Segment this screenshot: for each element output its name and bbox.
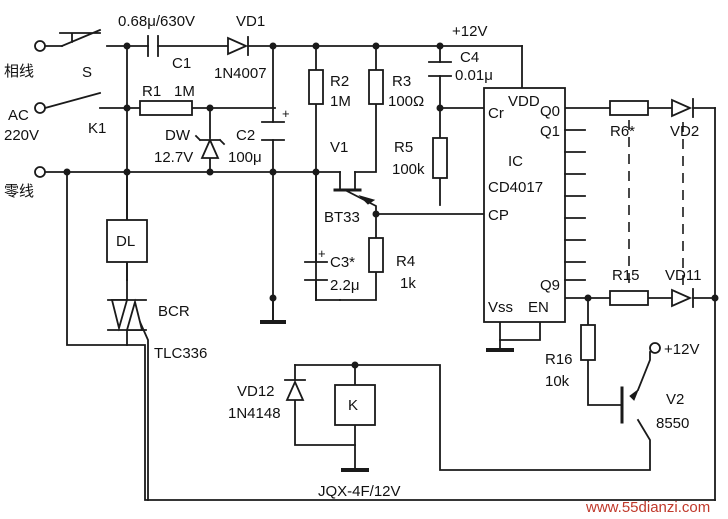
dl-label: DL — [116, 233, 135, 250]
load-dl — [106, 219, 148, 263]
r2-value-label: 1M — [330, 93, 351, 110]
r4-label: R4 — [396, 253, 415, 270]
vd12-label: VD12 — [237, 383, 275, 400]
resistor-r15 — [609, 290, 649, 306]
vd12-part-label: 1N4148 — [228, 405, 281, 422]
pin-q1-label: Q1 — [540, 123, 560, 140]
switch-s-lever — [59, 28, 102, 48]
ic-part-label: CD4017 — [488, 179, 543, 196]
r16-label: R16 — [545, 351, 573, 368]
labels: 相线 AC 220V 零线 S K1 0.68μ/630V C1 VD1 1N4… — [4, 13, 710, 516]
svg-text:+: + — [282, 106, 290, 121]
live-terminal-icon — [34, 40, 46, 52]
ujt-v1-icon — [333, 188, 376, 205]
resistor-r16 — [580, 324, 596, 361]
c3-label: C3* — [330, 254, 355, 271]
ac-voltage-label: 220V — [4, 127, 39, 144]
pin-q0-label: Q0 — [540, 103, 560, 120]
v1-label: V1 — [330, 139, 348, 156]
ic-label: IC — [508, 153, 523, 170]
r16-value-label: 10k — [545, 373, 570, 390]
relay-k-label: K — [348, 397, 358, 414]
bcr-label: BCR — [158, 303, 190, 320]
r15-label: R15 — [612, 267, 640, 284]
resistor-r1 — [139, 100, 193, 116]
c2-label: C2 — [236, 127, 255, 144]
bcr-part-label: TLC336 — [154, 345, 207, 362]
r3-label: R3 — [392, 73, 411, 90]
vd1-part-label: 1N4007 — [214, 65, 267, 82]
neutral-terminal-icon — [34, 166, 46, 178]
led-vd11-icon — [671, 288, 694, 308]
relay-part-label: JQX-4F/12V — [318, 483, 401, 500]
c2-value-label: 100μ — [228, 149, 262, 166]
r6-label: R6* — [610, 123, 635, 140]
relay-contact-label: K1 — [88, 120, 106, 137]
c3-value-label: 2.2μ — [330, 277, 360, 294]
capacitor-c1 — [147, 35, 159, 57]
svg-text:+: + — [318, 246, 326, 261]
pin-cp-label: CP — [488, 207, 509, 224]
r3-value-label: 100Ω — [388, 93, 424, 110]
live-wire-label: 相线 — [4, 63, 34, 80]
c4-value-label: 0.01μ — [455, 67, 493, 84]
diode-vd1-icon — [227, 36, 249, 56]
transistor-v2-icon — [620, 386, 640, 424]
ac-terminal-icon — [34, 102, 46, 114]
capacitor-c4 — [428, 61, 452, 77]
c1-value-label: 0.68μ/630V — [118, 13, 195, 30]
resistor-r2 — [308, 69, 324, 105]
triac-bcr-icon — [107, 298, 147, 332]
pin-vdd-label: VDD — [508, 93, 540, 110]
capacitor-c3: + — [304, 171, 328, 281]
capacitor-c2: + — [261, 106, 290, 141]
pin-q9-label: Q9 — [540, 277, 560, 294]
c4-label: C4 — [460, 49, 479, 66]
vd11-label: VD11 — [665, 267, 701, 284]
zener-dw-icon — [194, 134, 226, 159]
ac-label: AC — [8, 107, 29, 124]
supply-top-label: +12V — [452, 23, 487, 40]
resistor-r3 — [368, 69, 384, 105]
junction-dots — [63, 42, 719, 369]
ic-cd4017 — [483, 87, 586, 323]
resistor-r6 — [609, 100, 649, 116]
pin-cr-label: Cr — [488, 105, 504, 122]
ground-symbols — [260, 297, 514, 472]
dw-label: DW — [165, 127, 191, 144]
r1-value-label: 1M — [174, 83, 195, 100]
r4-value-label: 1k — [400, 275, 416, 292]
led-vd2-icon — [671, 98, 694, 118]
r5-label: R5 — [394, 139, 413, 156]
v1-part-label: BT33 — [324, 209, 360, 226]
r1-label: R1 — [142, 83, 161, 100]
pin-en-label: EN — [528, 299, 549, 316]
vd2-label: VD2 — [670, 123, 699, 140]
r2-label: R2 — [330, 73, 349, 90]
v2-part-label: 8550 — [656, 415, 689, 432]
relay-k-coil — [334, 384, 376, 426]
switch-s-label: S — [82, 64, 92, 81]
dw-value-label: 12.7V — [154, 149, 193, 166]
supply-right-label: +12V — [664, 341, 699, 358]
wiring — [43, 28, 716, 501]
vd1-label: VD1 — [236, 13, 265, 30]
diode-vd12-icon — [284, 379, 306, 401]
r5-value-label: 100k — [392, 161, 425, 178]
supply-terminal-icon — [649, 342, 661, 354]
resistor-r5 — [432, 137, 448, 179]
neutral-wire-label: 零线 — [4, 183, 34, 200]
pin-vss-label: Vss — [488, 299, 513, 316]
v2-label: V2 — [666, 391, 684, 408]
resistor-r4 — [368, 237, 384, 273]
c1-label: C1 — [172, 55, 191, 72]
watermark-text: www.55dianzi.com — [585, 499, 710, 516]
